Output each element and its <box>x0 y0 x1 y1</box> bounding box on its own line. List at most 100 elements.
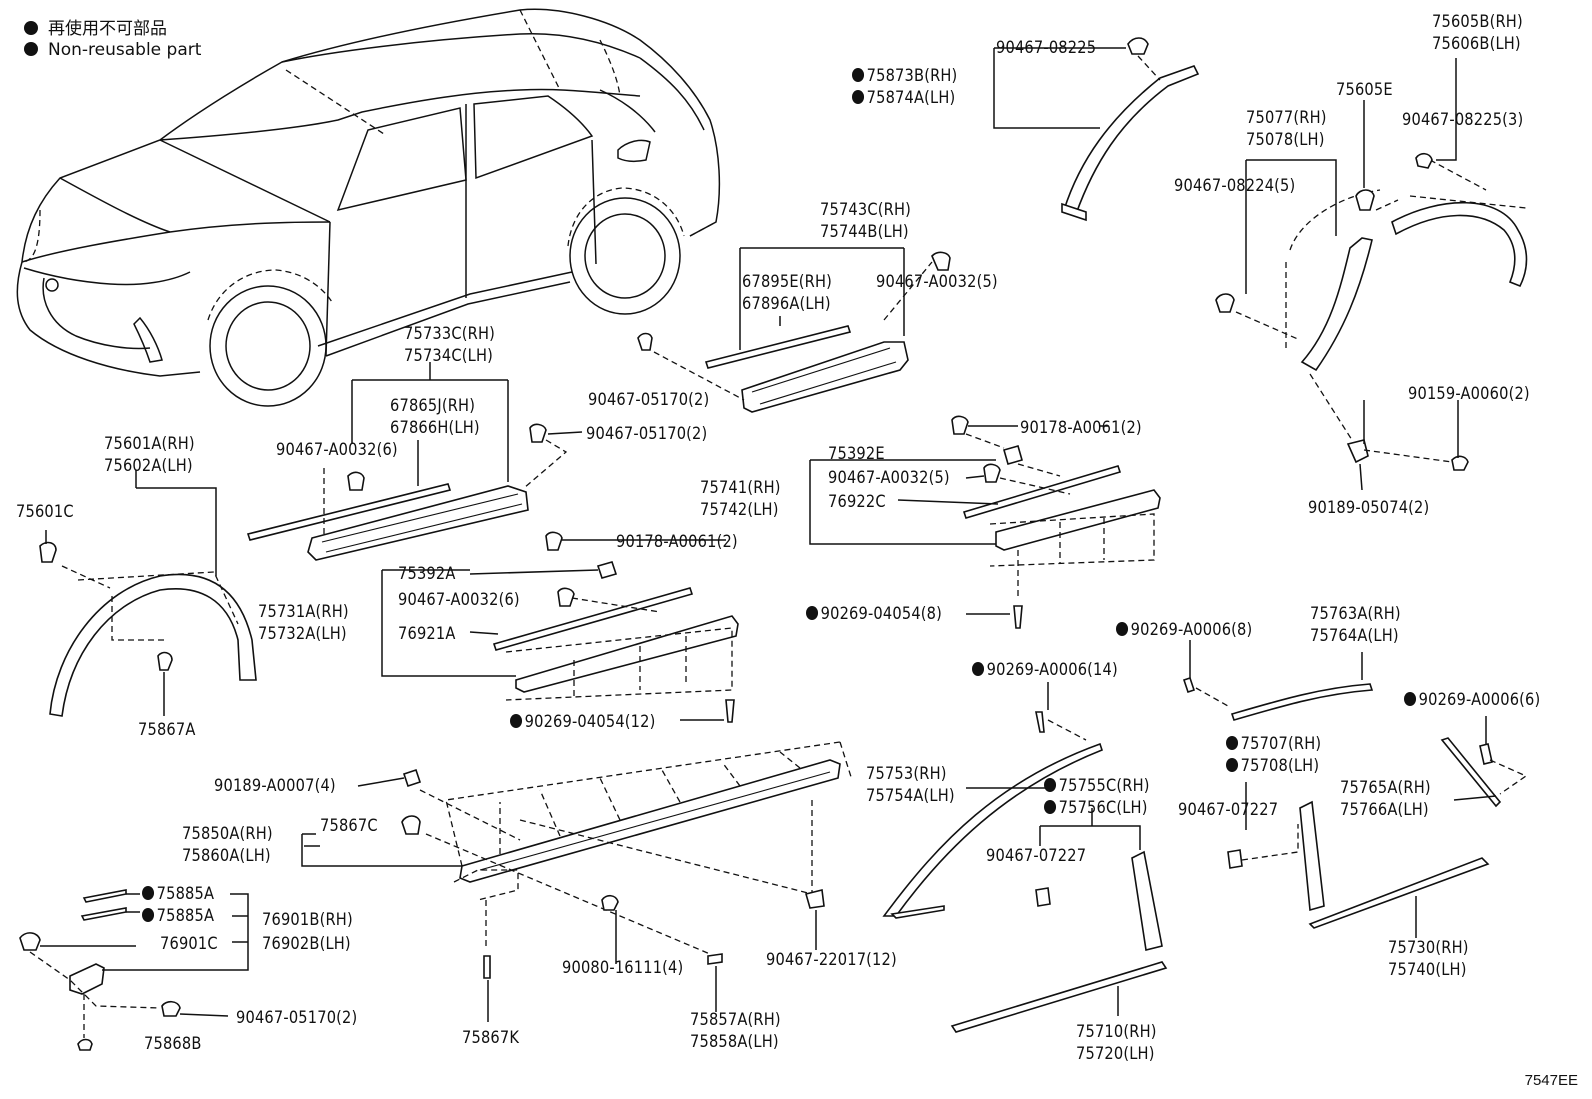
part-label-nonreusable[interactable]: 90269-04054(12) <box>510 712 656 732</box>
part-label[interactable]: 75720(LH) <box>1076 1044 1155 1064</box>
part-label[interactable]: 75077(RH) <box>1246 108 1327 128</box>
part-label[interactable]: 75730(RH) <box>1388 938 1469 958</box>
part-label[interactable]: 75860A(LH) <box>182 846 271 866</box>
part-label[interactable]: 67896A(LH) <box>742 294 831 314</box>
legend-jp-text: 再使用不可部品 <box>48 19 167 39</box>
part-label[interactable]: 75754A(LH) <box>866 786 955 806</box>
part-label[interactable]: 75601A(RH) <box>104 434 195 454</box>
part-label[interactable]: 75743C(RH) <box>820 200 911 220</box>
part-label[interactable]: 67895E(RH) <box>742 272 833 292</box>
part-label-nonreusable[interactable]: 75756C(LH) <box>1044 798 1148 818</box>
diagram-code: 7547EE <box>1524 1072 1578 1089</box>
part-label[interactable]: 75741(RH) <box>700 478 781 498</box>
part-label[interactable]: 75858A(LH) <box>690 1032 779 1052</box>
part-label[interactable]: 90178-A0061(2) <box>1020 418 1142 438</box>
part-label-nonreusable[interactable]: 75874A(LH) <box>852 88 955 108</box>
non-reusable-marker-icon <box>806 606 819 620</box>
rear-quarter-arch-trim-drawing <box>993 37 1200 222</box>
part-label[interactable]: 75867K <box>462 1028 520 1048</box>
part-label[interactable]: 90189-A0007(4) <box>214 776 336 796</box>
part-label[interactable]: 75605B(RH) <box>1432 12 1523 32</box>
part-label[interactable]: 75392A <box>398 564 456 584</box>
part-label[interactable]: 90467-08225(3) <box>1402 110 1524 130</box>
part-label[interactable]: 90467-A0032(6) <box>276 440 398 460</box>
part-label[interactable]: 75742(LH) <box>700 500 779 520</box>
part-label[interactable]: 75857A(RH) <box>690 1010 781 1030</box>
part-label[interactable]: 90467-07227 <box>1178 800 1279 820</box>
part-label[interactable]: 90467-A0032(5) <box>876 272 998 292</box>
part-label[interactable]: 75766A(LH) <box>1340 800 1429 820</box>
part-label-nonreusable[interactable]: 90269-A0006(6) <box>1404 690 1540 710</box>
part-label[interactable]: 90467-08225 <box>996 38 1097 58</box>
non-reusable-marker-icon <box>1044 800 1057 814</box>
non-reusable-marker-icon <box>24 42 38 56</box>
part-label[interactable]: 90159-A0060(2) <box>1408 384 1530 404</box>
part-label[interactable]: 90467-05170(2) <box>588 390 710 410</box>
part-label[interactable]: 76901C <box>160 934 218 954</box>
part-label-nonreusable[interactable]: 90269-04054(8) <box>806 604 942 624</box>
emblem-bracket-drawing <box>19 889 249 1051</box>
part-label[interactable]: 90467-05170(2) <box>586 424 708 444</box>
part-label[interactable]: 67865J(RH) <box>390 396 476 416</box>
part-label[interactable]: 75734C(LH) <box>404 346 493 366</box>
part-label[interactable]: 90467-22017(12) <box>766 950 897 970</box>
part-label[interactable]: 75850A(RH) <box>182 824 273 844</box>
part-label[interactable]: 75753(RH) <box>866 764 947 784</box>
part-label[interactable]: 67866H(LH) <box>390 418 480 438</box>
door-belt-molding-drawing <box>882 682 1103 919</box>
part-label[interactable]: 76901B(RH) <box>262 910 353 930</box>
rocker-front-piece-drawing <box>637 247 951 413</box>
part-label-nonreusable[interactable]: 90269-A0006(14) <box>972 660 1118 680</box>
part-label-nonreusable[interactable]: 75708(LH) <box>1226 756 1319 776</box>
part-label[interactable]: 75601C <box>16 502 74 522</box>
part-label[interactable]: 75867C <box>320 816 378 836</box>
part-label[interactable]: 76902B(LH) <box>262 934 351 954</box>
part-label[interactable]: 76921A <box>398 624 456 644</box>
non-reusable-marker-icon <box>1404 692 1417 706</box>
legend-jp: 再使用不可部品 <box>24 14 167 39</box>
non-reusable-marker-icon <box>1044 778 1057 792</box>
part-label[interactable]: 75078(LH) <box>1246 130 1325 150</box>
part-label-nonreusable[interactable]: 75885A <box>142 906 214 926</box>
part-label[interactable]: 75740(LH) <box>1388 960 1467 980</box>
non-reusable-marker-icon <box>510 714 523 728</box>
part-label-nonreusable[interactable]: 75873B(RH) <box>852 66 957 86</box>
part-label[interactable]: 90467-07227 <box>986 846 1087 866</box>
part-label-nonreusable[interactable]: 75755C(RH) <box>1044 776 1150 796</box>
legend-en: Non-reusable part <box>24 40 201 60</box>
part-label[interactable]: 75744B(LH) <box>820 222 909 242</box>
part-label-nonreusable[interactable]: 75707(RH) <box>1226 734 1321 754</box>
part-label[interactable]: 90467-A0032(6) <box>398 590 520 610</box>
part-label[interactable]: 75602A(LH) <box>104 456 193 476</box>
non-reusable-marker-icon <box>852 90 865 104</box>
non-reusable-marker-icon <box>1226 736 1239 750</box>
part-label[interactable]: 75710(RH) <box>1076 1022 1157 1042</box>
part-label[interactable]: 75732A(LH) <box>258 624 347 644</box>
non-reusable-marker-icon <box>1226 758 1239 772</box>
part-label-nonreusable[interactable]: 90269-A0006(8) <box>1116 620 1252 640</box>
part-label[interactable]: 75867A <box>138 720 196 740</box>
non-reusable-marker-icon <box>24 21 38 35</box>
part-label[interactable]: 90467-08224(5) <box>1174 176 1296 196</box>
part-label-nonreusable[interactable]: 75885A <box>142 884 214 904</box>
vehicle-illustration <box>16 8 721 407</box>
part-label[interactable]: 75763A(RH) <box>1310 604 1401 624</box>
part-label[interactable]: 75606B(LH) <box>1432 34 1521 54</box>
non-reusable-marker-icon <box>852 68 865 82</box>
part-label[interactable]: 90080-16111(4) <box>562 958 684 978</box>
part-label[interactable]: 75392E <box>828 444 885 464</box>
non-reusable-marker-icon <box>972 662 985 676</box>
part-label[interactable]: 90189-05074(2) <box>1308 498 1430 518</box>
part-label[interactable]: 75733C(RH) <box>404 324 495 344</box>
part-label[interactable]: 76922C <box>828 492 886 512</box>
part-label[interactable]: 75765A(RH) <box>1340 778 1431 798</box>
part-label[interactable]: 90467-05170(2) <box>236 1008 358 1028</box>
part-label[interactable]: 75731A(RH) <box>258 602 349 622</box>
part-label[interactable]: 75868B <box>144 1034 202 1054</box>
part-label[interactable]: 90467-A0032(5) <box>828 468 950 488</box>
part-label[interactable]: 75605E <box>1336 80 1393 100</box>
part-label[interactable]: 75764A(LH) <box>1310 626 1399 646</box>
rocker-molding-main-drawing <box>301 741 853 1022</box>
part-label[interactable]: 90178-A0061(2) <box>616 532 738 552</box>
